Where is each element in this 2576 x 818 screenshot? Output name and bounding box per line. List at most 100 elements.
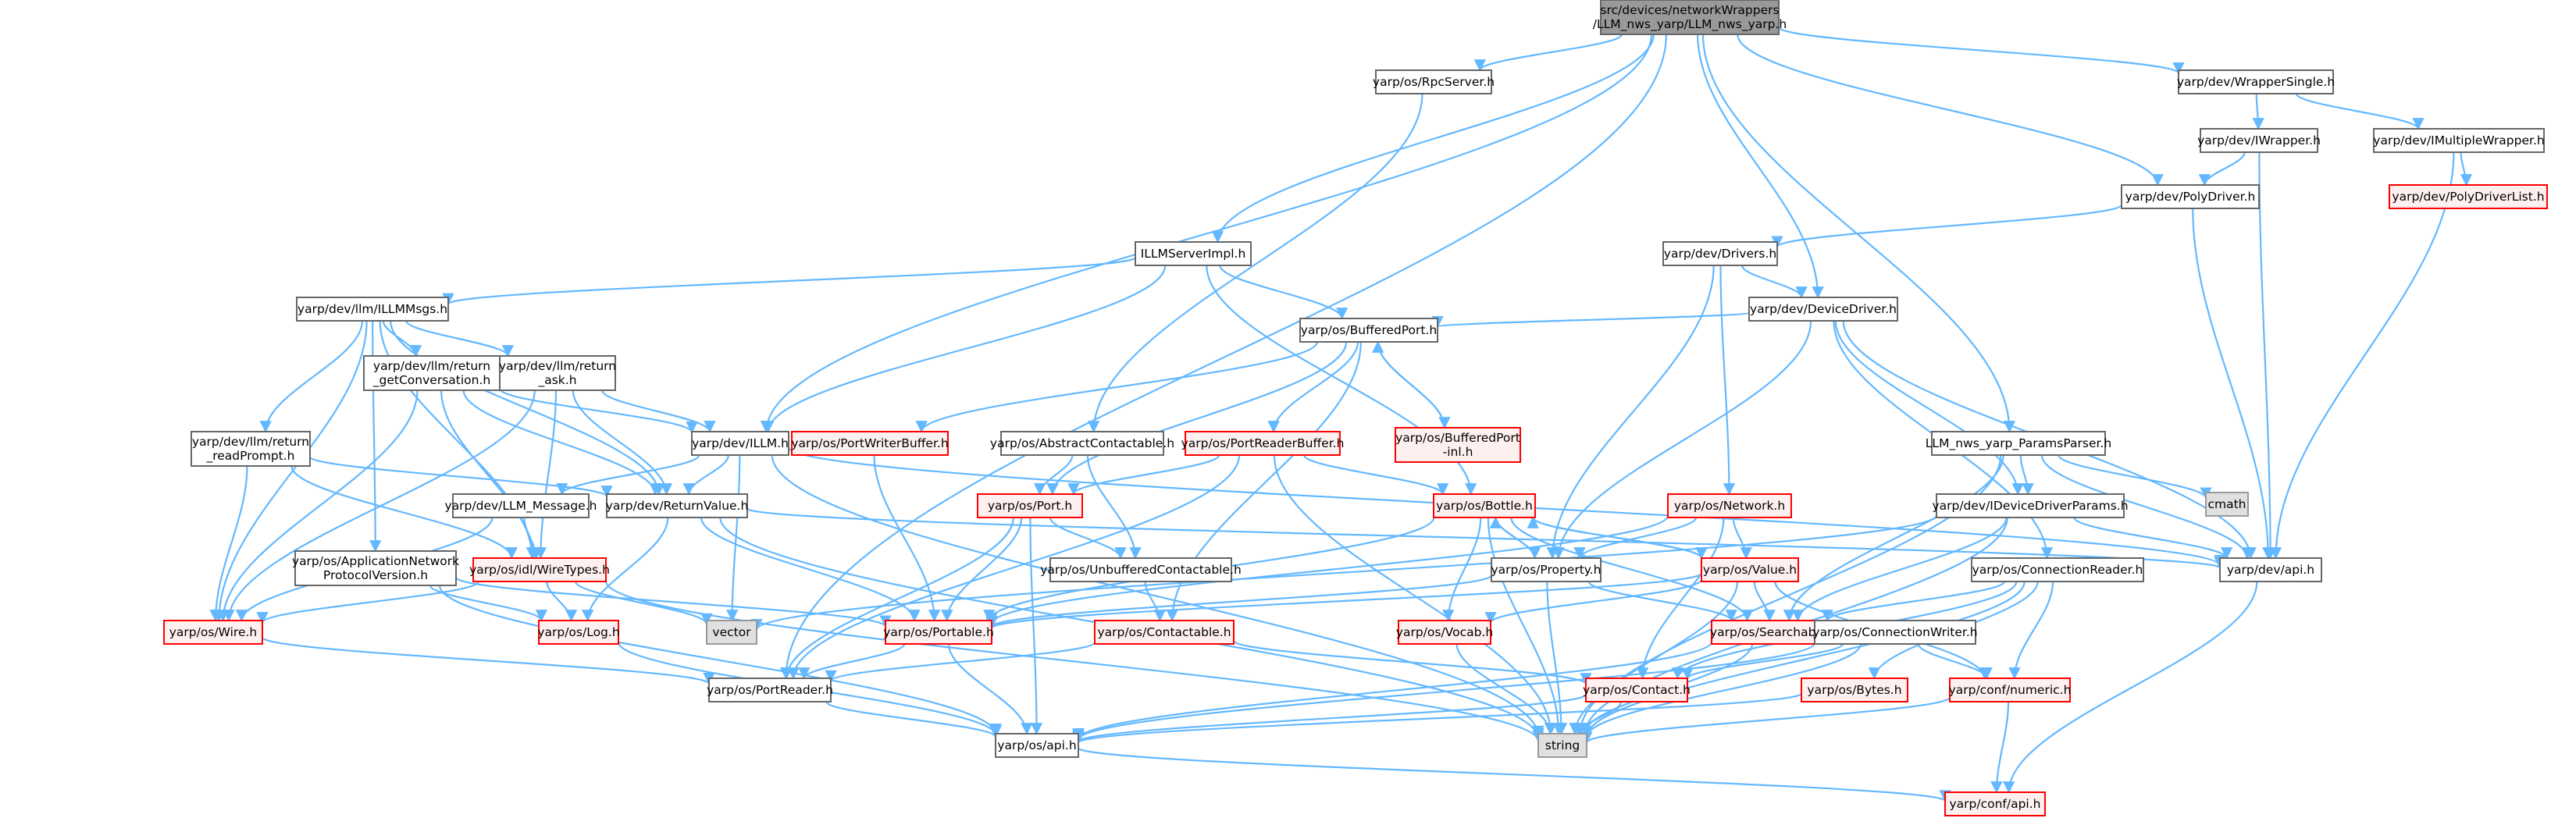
node-devicedriver-box — [1748, 297, 1898, 322]
edge-paramsparser-to-idevicedriverparams — [2019, 454, 2034, 496]
edge-property-to-bottle — [1489, 516, 1536, 559]
node-cmath: cmath — [2205, 492, 2249, 517]
node-illm-label-0: yarp/dev/ILLM.h — [692, 436, 789, 450]
node-portreaderbuffer[interactable]: yarp/os/PortReaderBuffer.h — [1181, 431, 1345, 456]
edge-numeric-to-string — [1580, 696, 1951, 744]
node-returnvalue[interactable]: yarp/dev/ReturnValue.h — [606, 493, 749, 518]
node-connectionwriter[interactable]: yarp/os/ConnectionWriter.h — [1812, 620, 1978, 645]
node-wiretypes-label-0: yarp/os/idl/WireTypes.h — [469, 563, 610, 577]
node-wiretypes[interactable]: yarp/os/idl/WireTypes.h — [469, 557, 610, 582]
node-network[interactable]: yarp/os/Network.h — [1667, 493, 1792, 518]
node-iwrapper[interactable]: yarp/dev/IWrapper.h — [2197, 128, 2321, 153]
edge-drivers-to-network — [1719, 265, 1736, 496]
edge-imultiplewrapper-to-devapi — [2269, 151, 2455, 560]
node-bufferedportinl-label-1: -inl.h — [1443, 445, 1473, 459]
edge-property-to-portable — [985, 574, 1493, 628]
node-bufferedport[interactable]: yarp/os/BufferedPort.h — [1299, 318, 1438, 343]
edge-osapi-to-confapi — [1077, 747, 1951, 802]
node-bufferedport-box — [1299, 318, 1438, 343]
node-getconversation-label-1: _getConversation.h — [372, 373, 490, 388]
edge-root-to-devicedriver — [1696, 34, 1824, 299]
node-devapi-box — [2219, 557, 2322, 582]
edge-connectionwriter-to-numeric — [1917, 643, 1993, 680]
node-readprompt[interactable]: yarp/dev/llm/return_readPrompt.h — [191, 431, 311, 467]
edge-appnetproto-to-osapi — [438, 585, 1002, 736]
node-illmmsgs[interactable]: yarp/dev/llm/ILLMMsgs.h — [296, 297, 449, 322]
node-property[interactable]: yarp/os/Property.h — [1491, 557, 1602, 582]
node-appnetproto-box — [294, 550, 457, 586]
node-value[interactable]: yarp/os/Value.h — [1701, 557, 1799, 582]
edge-contactable-to-contact — [1232, 639, 1592, 685]
node-port[interactable]: yarp/os/Port.h — [977, 493, 1083, 518]
edge-value-to-string — [1569, 581, 1739, 735]
node-drivers-box — [1662, 241, 1778, 266]
node-ask[interactable]: yarp/dev/llm/return_ask.h — [499, 355, 616, 391]
node-vocab[interactable]: yarp/os/Vocab.h — [1396, 620, 1493, 645]
node-unbuffered[interactable]: yarp/os/UnbufferedContactable.h — [1040, 557, 1242, 582]
node-abstractcontactable-box — [1000, 431, 1164, 456]
node-wire-label-0: yarp/os/Wire.h — [169, 625, 258, 639]
node-vector-box — [706, 620, 757, 645]
edge-readprompt-to-wiretypes — [290, 465, 518, 560]
node-illmserverimpl-label-0: ILLMServerImpl.h — [1141, 247, 1246, 261]
node-getconversation[interactable]: yarp/dev/llm/return_getConversation.h — [363, 355, 501, 391]
node-connectionreader[interactable]: yarp/os/ConnectionReader.h — [1971, 557, 2144, 582]
node-portreaderbuffer-box — [1185, 431, 1341, 456]
edge-searchable-to-osapi — [1072, 641, 1713, 741]
node-vector: vector — [706, 620, 757, 645]
node-contactable[interactable]: yarp/os/Contactable.h — [1094, 620, 1235, 645]
node-illm[interactable]: yarp/dev/ILLM.h — [691, 431, 789, 456]
node-root-box — [1600, 0, 1780, 35]
node-contact[interactable]: yarp/os/Contact.h — [1583, 678, 1691, 702]
node-rpcserver[interactable]: yarp/os/RpcServer.h — [1373, 69, 1495, 94]
node-bufferedportinl[interactable]: yarp/os/BufferedPort-inl.h — [1395, 427, 1521, 463]
edge-contactable-to-portreader — [825, 641, 1096, 683]
node-connectionreader-box — [1971, 557, 2144, 582]
node-drivers[interactable]: yarp/dev/Drivers.h — [1662, 241, 1778, 266]
node-devicedriver[interactable]: yarp/dev/DeviceDriver.h — [1748, 297, 1898, 322]
node-bufferedportinl-box — [1395, 427, 1521, 463]
edge-connectionwriter-to-osapi — [1072, 642, 1816, 742]
edge-devicedriver-to-bufferedport — [1432, 311, 1751, 329]
node-bottle-label-0: yarp/os/Bottle.h — [1436, 499, 1533, 513]
node-abstractcontactable[interactable]: yarp/os/AbstractContactable.h — [990, 431, 1174, 456]
node-portreader[interactable]: yarp/os/PortReader.h — [707, 678, 833, 702]
node-paramsparser[interactable]: LLM_nws_yarp_ParamsParser.h — [1926, 431, 2111, 456]
node-confapi[interactable]: yarp/conf/api.h — [1944, 791, 2046, 816]
node-rpcserver-label-0: yarp/os/RpcServer.h — [1373, 75, 1495, 89]
node-wrappersingle[interactable]: yarp/dev/WrapperSingle.h — [2177, 69, 2335, 94]
node-confapi-box — [1944, 791, 2046, 816]
node-illmserverimpl[interactable]: ILLMServerImpl.h — [1135, 241, 1252, 266]
node-paramsparser-label-0: LLM_nws_yarp_ParamsParser.h — [1926, 436, 2111, 451]
node-polydriverlist[interactable]: yarp/dev/PolyDriverList.h — [2389, 184, 2548, 209]
node-polydriverlist-box — [2389, 184, 2548, 209]
node-llmmessage[interactable]: yarp/dev/LLM_Message.h — [445, 493, 597, 518]
node-port-box — [977, 493, 1083, 518]
node-appnetproto[interactable]: yarp/os/ApplicationNetworkProtocolVersio… — [292, 550, 459, 586]
node-log[interactable]: yarp/os/Log.h — [537, 620, 620, 645]
node-idevicedriverparams[interactable]: yarp/dev/IDeviceDriverParams.h — [1932, 493, 2129, 518]
edge-port-to-portreader — [780, 517, 1014, 680]
node-contactable-label-0: yarp/os/Contactable.h — [1097, 625, 1231, 639]
edge-vocab-to-string — [1455, 643, 1557, 735]
node-bottle[interactable]: yarp/os/Bottle.h — [1433, 493, 1536, 518]
edge-devicedriver-to-property — [1552, 320, 1812, 560]
node-osapi[interactable]: yarp/os/api.h — [995, 733, 1079, 758]
node-imultiplewrapper[interactable]: yarp/dev/IMultipleWrapper.h — [2373, 128, 2545, 153]
node-wire[interactable]: yarp/os/Wire.h — [163, 620, 263, 645]
node-devapi[interactable]: yarp/dev/api.h — [2219, 557, 2322, 582]
node-returnvalue-box — [606, 493, 748, 518]
node-polydriver[interactable]: yarp/dev/PolyDriver.h — [2121, 184, 2260, 209]
node-numeric[interactable]: yarp/conf/numeric.h — [1949, 678, 2072, 702]
edge-returnvalue-to-log — [581, 517, 669, 622]
edge-network-to-contact — [1636, 517, 1725, 680]
edge-bottle-to-string — [1487, 517, 1565, 735]
node-vocab-label-0: yarp/os/Vocab.h — [1396, 625, 1493, 639]
edge-connectionwriter-to-contact — [1681, 642, 1844, 681]
node-portable[interactable]: yarp/os/Portable.h — [883, 620, 994, 645]
edge-readprompt-to-wire — [209, 465, 248, 622]
edge-abstractcontactable-to-port — [1033, 454, 1074, 496]
node-bytes[interactable]: yarp/os/Bytes.h — [1801, 678, 1908, 702]
node-portwriterbuffer[interactable]: yarp/os/PortWriterBuffer.h — [791, 431, 949, 456]
